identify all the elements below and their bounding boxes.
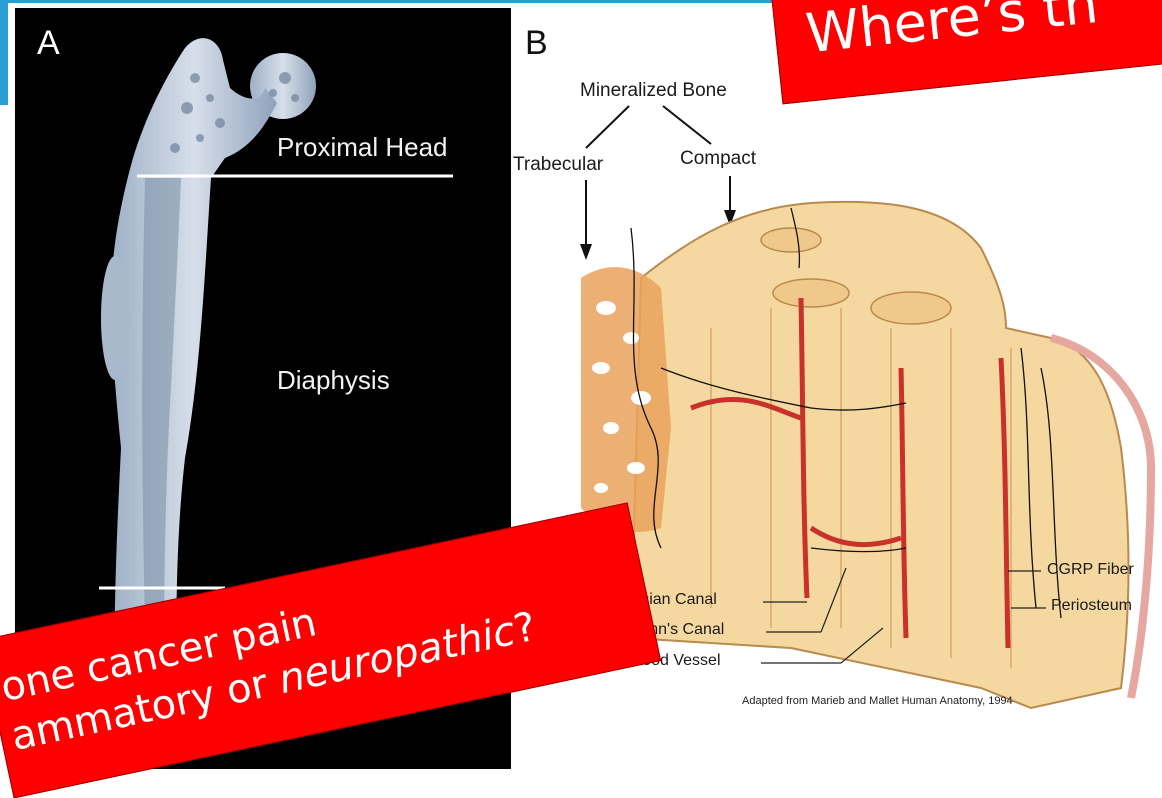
tree-line-left — [586, 106, 629, 148]
trabecular-arrow-head — [580, 244, 592, 260]
proximal-head-label: Proximal Head — [277, 132, 448, 163]
figure-credit: Adapted from Marieb and Mallet Human Ana… — [742, 695, 1013, 707]
top-callout-text: Where’s th — [803, 0, 1101, 65]
panel-a-label: A — [37, 24, 60, 63]
osteon-top-1 — [761, 228, 821, 252]
trochanter — [101, 256, 129, 380]
osteon-top-2 — [871, 292, 951, 324]
left-accent-bar — [0, 0, 8, 105]
compact-label: Compact — [680, 148, 756, 170]
tree-line-right — [663, 106, 711, 144]
spongy-bone — [581, 267, 671, 532]
mineralized-bone-label: Mineralized Bone — [580, 80, 727, 102]
osteon-top-3 — [773, 279, 849, 307]
periosteum-label: Periosteum — [1051, 597, 1132, 615]
panel-b-label: B — [525, 24, 548, 63]
diaphysis-label: Diaphysis — [277, 365, 390, 396]
cgrp-fiber-label: CGRP Fiber — [1047, 561, 1134, 579]
trabecular-label: Trabecular — [513, 154, 603, 176]
